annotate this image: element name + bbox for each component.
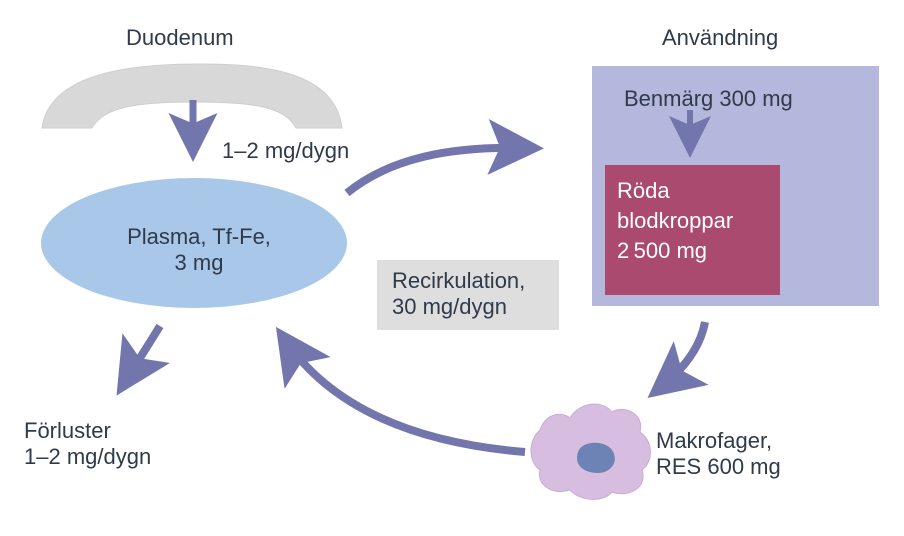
red-cells-line-3: 2 500 mg <box>617 238 708 263</box>
macrophage-nucleus <box>576 442 615 474</box>
benmarg-label: Benmärg 300 mg <box>624 86 793 111</box>
duodenum-title: Duodenum <box>126 25 234 50</box>
plasma-line-2: 3 mg <box>174 250 224 275</box>
red-cells-line-1: Röda <box>617 178 670 203</box>
macrophages-line-1: Makrofager, <box>656 428 773 453</box>
recirculation-line-1: Recirkulation, <box>392 268 526 293</box>
losses-line-1: Förluster <box>24 418 111 443</box>
macrophages-line-2: RES 600 mg <box>656 454 781 479</box>
plasma-line-1: Plasma, Tf-Fe, <box>127 224 271 249</box>
duodenum-shape <box>41 63 343 129</box>
macrophages-label: Makrofager, RES 600 mg <box>656 428 781 480</box>
red-cells-line-2: blodkroppar <box>617 208 734 233</box>
arrow-recirculation <box>275 326 526 456</box>
losses-label: Förluster 1–2 mg/dygn <box>24 418 151 470</box>
anvandning-title: Användning <box>662 25 779 50</box>
arrow-plasma-to-usage <box>344 118 544 197</box>
red-cells-label: Röda blodkroppar 2 500 mg <box>617 176 733 266</box>
recirculation-label: Recirkulation, 30 mg/dygn <box>392 268 525 320</box>
arrow-usage-to-macrophages <box>647 321 709 398</box>
recirculation-line-2: 30 mg/dygn <box>392 294 507 319</box>
red-cells-box <box>605 165 780 295</box>
plasma-label: Plasma, Tf-Fe, 3 mg <box>104 224 294 276</box>
duodenum-transfer-label: 1–2 mg/dygn <box>222 138 350 163</box>
losses-line-2: 1–2 mg/dygn <box>24 444 152 469</box>
arrow-losses <box>116 323 170 396</box>
recirculation-box <box>377 260 559 330</box>
plasma-ellipse <box>41 178 347 308</box>
